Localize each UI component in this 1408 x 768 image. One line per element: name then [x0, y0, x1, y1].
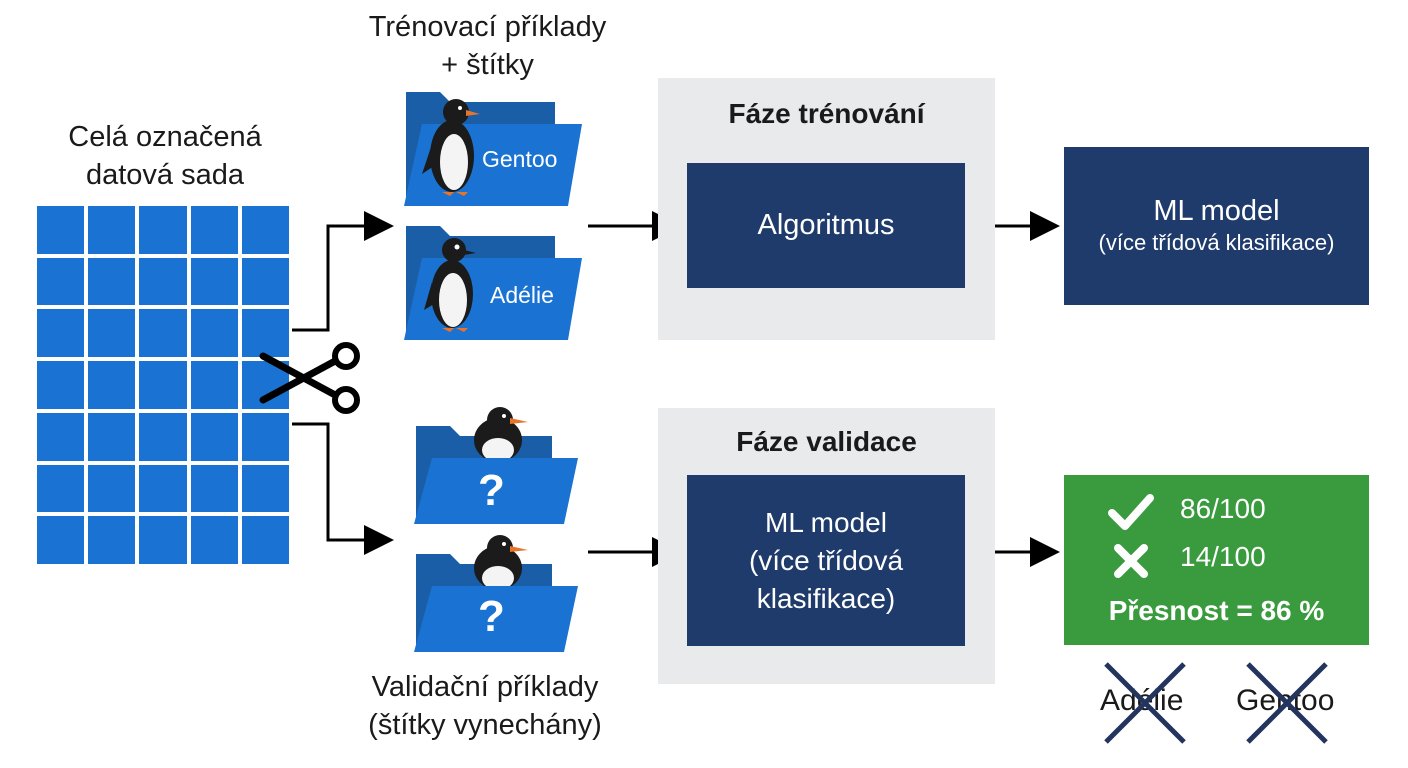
algorithm-box: Algoritmus: [687, 163, 965, 288]
validation-model-line3: klasifikace): [756, 582, 896, 614]
ml-model-box: ML model (více třídová klasifikace): [1064, 147, 1369, 305]
question-mark: ?: [478, 592, 505, 641]
scissors-icon: [259, 342, 360, 414]
check-icon: [1108, 494, 1154, 530]
training-phase-title: Fáze trénování: [728, 98, 925, 129]
validation-model-box: ML model (více třídová klasifikace): [687, 475, 965, 646]
training-examples-label: Trénovací příklady + štítky: [335, 8, 640, 84]
validation-model-line2: (více třídová: [748, 544, 904, 576]
cross-out-icon: [1104, 662, 1186, 744]
dataset-grid: [37, 206, 289, 564]
validation-phase-panel: Fáze validace ML model (více třídová kla…: [658, 408, 995, 684]
training-folder-adelie: Adélie: [400, 222, 585, 342]
dataset-label-line2: datová sada: [85, 159, 244, 191]
folder-label-gentoo: Gentoo: [482, 146, 558, 172]
training-examples-label-line2: + štítky: [441, 49, 534, 81]
validation-folder-1: ?: [412, 404, 582, 526]
algorithm-label: Algoritmus: [757, 209, 895, 241]
penguin-head-icon: [474, 535, 528, 586]
correct-count: 86/100: [1180, 493, 1266, 524]
validation-examples-label-line1: Validační příklady: [371, 671, 599, 703]
training-examples-label-line1: Trénovací příklady: [368, 11, 607, 43]
incorrect-count: 14/100: [1180, 541, 1266, 572]
dataset-label-line1: Celá označená: [68, 121, 262, 153]
cross-icon: [1114, 544, 1148, 578]
adelie-penguin-icon: [424, 238, 476, 332]
training-phase-panel: Fáze trénování Algoritmus: [658, 78, 995, 340]
validation-phase-title: Fáze validace: [736, 426, 917, 457]
validation-examples-label: Validační příklady (štítky vynechány): [335, 668, 635, 744]
ml-model-title: ML model: [1153, 195, 1280, 227]
accuracy-label: Přesnost = 86 %: [1108, 595, 1325, 626]
results-box: 86/100 14/100 Přesnost = 86 %: [1064, 475, 1369, 645]
validation-folder-2: ?: [412, 532, 582, 654]
dataset-label: Celá označená datová sada: [30, 118, 300, 194]
ml-model-subtitle: (více třídová klasifikace): [1098, 230, 1335, 255]
gentoo-penguin-icon: [422, 99, 480, 196]
penguin-head-icon: [474, 407, 528, 458]
validation-examples-label-line2: (štítky vynechány): [368, 709, 602, 741]
validation-model-line1: ML model: [765, 506, 887, 538]
question-mark: ?: [478, 466, 505, 515]
cross-out-icon: [1246, 662, 1328, 744]
training-folder-gentoo: Gentoo: [400, 88, 585, 208]
folder-label-adelie: Adélie: [490, 282, 554, 308]
